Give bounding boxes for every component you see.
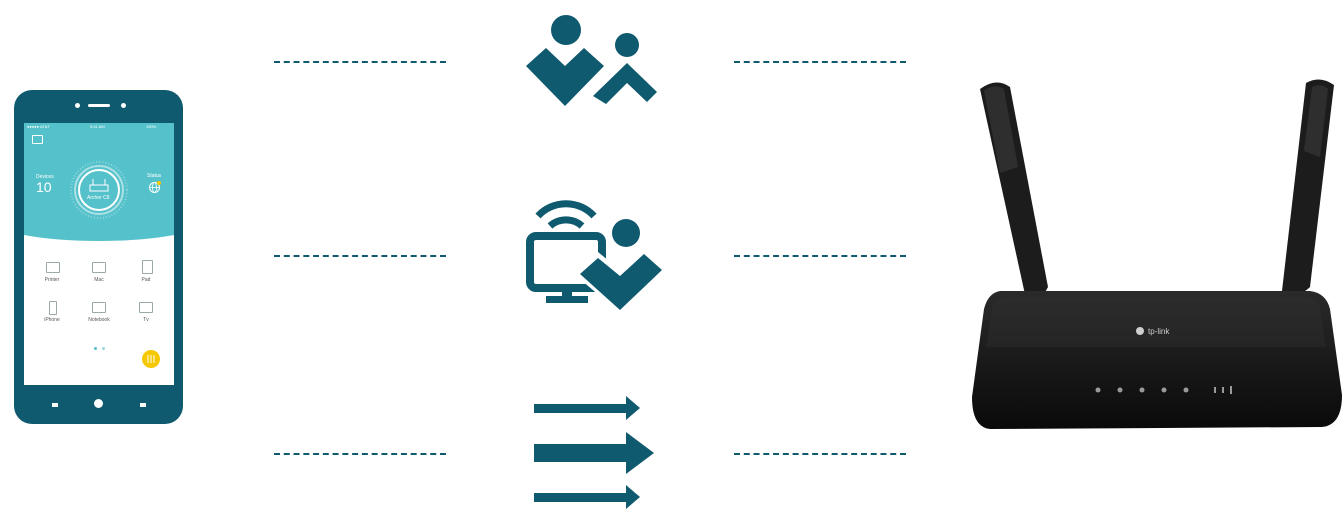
mac-icon[interactable] [92,262,106,273]
back-button[interactable] [52,403,58,407]
phone-sensor [121,103,126,108]
printer-icon[interactable] [46,262,60,273]
menu-button[interactable] [140,403,146,407]
phone-speaker [88,104,110,107]
connector-right-2 [734,255,906,257]
pad-icon[interactable] [142,260,153,274]
connector-right-1 [734,61,906,63]
devices-count[interactable]: 10 [36,179,52,195]
page-dot[interactable] [94,347,97,350]
status-leds [1095,386,1232,394]
devices-label: Devices [36,174,54,180]
device-label: Printer [44,277,60,283]
tv-icon[interactable] [139,302,153,313]
iphone-icon[interactable] [49,301,57,315]
router-brand-logo: tp-link [1148,327,1170,336]
left-antenna [980,82,1048,300]
battery: 100% [146,124,157,129]
right-antenna [1282,79,1334,295]
router-name: Archer C8 [87,195,110,201]
app-screen: ●●●●● AT&T 9:41 AM 100% Devices 10 Arche… [24,123,174,385]
status-label: Status [147,173,162,179]
device-label: iPhone [44,317,60,323]
connector-right-3 [734,453,906,455]
device-label: Pad [141,277,151,283]
clock: 9:41 AM [90,124,105,129]
settings-fab-icon[interactable] [142,350,160,368]
device-label: Notebook [88,317,110,323]
connected-device-user-icon [526,200,666,313]
carrier: ●●●●● AT&T [27,124,50,129]
smartphone: ●●●●● AT&T 9:41 AM 100% Devices 10 Arche… [14,90,183,424]
connector-left-2 [274,255,446,257]
page-dot[interactable] [102,347,105,350]
router: tp-link [972,79,1342,429]
device-label: Tv [143,317,149,323]
parental-users-icon [526,15,657,106]
connector-left-3 [274,453,446,455]
device-label: Mac [94,277,104,283]
status-bar: ●●●●● AT&T 9:41 AM 100% [24,123,174,131]
fast-forward-arrows-icon [534,396,654,509]
notebook-icon[interactable] [92,302,106,313]
phone-camera [75,103,80,108]
connector-left-1 [274,61,446,63]
globe-icon[interactable] [148,181,161,194]
home-button[interactable] [94,399,103,408]
menu-icon[interactable] [32,135,43,144]
router-status-ring[interactable] [69,160,129,220]
